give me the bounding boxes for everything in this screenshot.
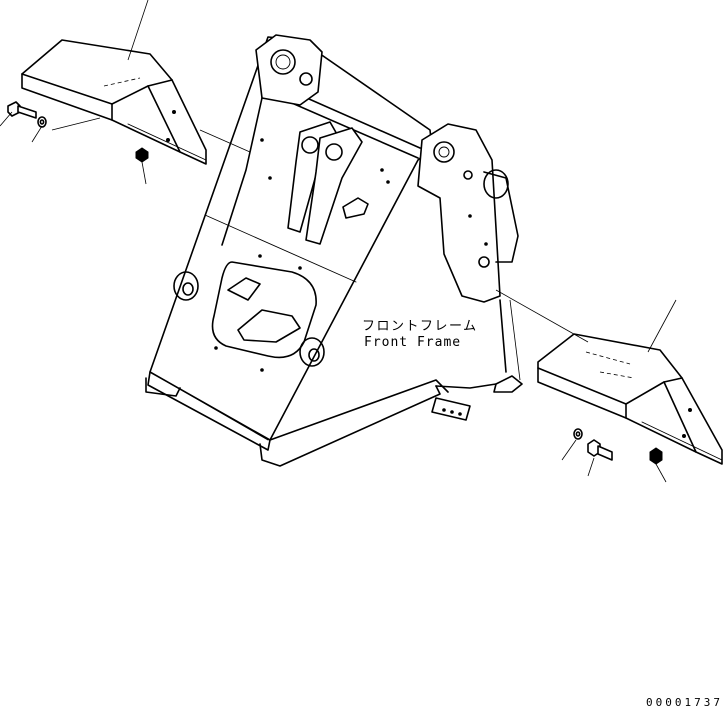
- front-frame: [145, 34, 523, 467]
- nut-right: [649, 447, 663, 465]
- leader-lines: [0, 0, 677, 483]
- drawing-number: 00001737: [646, 696, 723, 707]
- bolt-left: [7, 101, 37, 119]
- nut-left: [135, 147, 149, 163]
- right-cover-plate: [537, 333, 723, 465]
- washer-right: [573, 428, 583, 440]
- left-cover-plate: [21, 39, 207, 165]
- label-front-frame-jp: フロントフレーム: [362, 319, 478, 334]
- washer-left: [37, 116, 47, 128]
- bolt-right: [587, 439, 613, 461]
- label-front-frame-en: Front Frame: [364, 335, 461, 350]
